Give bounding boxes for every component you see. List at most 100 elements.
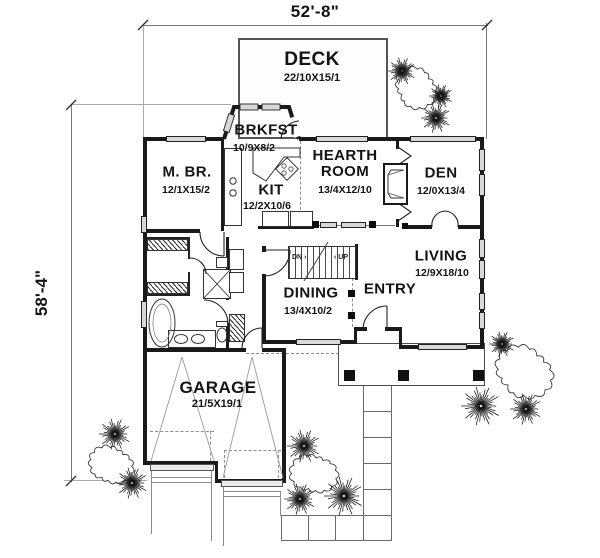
- driveway-line: [211, 468, 212, 541]
- wall-garage-top: [262, 348, 286, 352]
- toilet: [216, 327, 228, 343]
- shrub-starburst-icon: [116, 467, 147, 499]
- closet-wall: [188, 272, 190, 296]
- window-living-right: [479, 293, 485, 310]
- shrub-starburst-icon: [284, 483, 315, 515]
- window-living-right: [479, 239, 485, 258]
- shrub-starburst-icon: [421, 103, 450, 133]
- room-label-garage: GARAGE: [179, 378, 257, 397]
- driveway-line: [224, 491, 280, 492]
- shrub-starburst-icon: [99, 418, 130, 450]
- den-opening-arc: [431, 210, 446, 228]
- landscaping: [87, 57, 555, 516]
- porch-column: [473, 370, 484, 381]
- wall-living-step: [399, 327, 402, 348]
- garage-door-dash: [150, 431, 214, 433]
- wall-garage-bottom: [143, 461, 218, 465]
- dimension-height-label: 58'-4": [32, 269, 51, 317]
- walkway-paver: [363, 437, 392, 464]
- walkway-paver: [308, 515, 336, 541]
- driveway-line: [280, 491, 281, 516]
- column-post: [402, 223, 408, 229]
- dining-door-swing: [263, 249, 291, 277]
- window-den-right: [479, 149, 485, 171]
- driveway-line: [224, 496, 280, 497]
- driveway-line: [151, 468, 152, 534]
- wall-den-left: [396, 141, 399, 149]
- kitchen-sink: [229, 177, 237, 185]
- bath-door-swing: [203, 299, 229, 325]
- window-mbr-left: [141, 216, 147, 233]
- closet-wall: [145, 294, 190, 296]
- room-size-dining: 13/4X10/2: [284, 305, 332, 317]
- garage-door-dash: [224, 450, 281, 452]
- opening-bar: [341, 222, 366, 228]
- wall-garage-top: [143, 348, 246, 352]
- window-dining-front: [296, 339, 341, 345]
- window-living-right: [479, 312, 485, 329]
- wall-hall: [226, 323, 229, 348]
- wall-den-left: [396, 219, 399, 227]
- stairs-up-arrow-icon: ‹: [334, 254, 337, 261]
- room-size-deck: 22/10X15/1: [283, 72, 341, 84]
- driveway-line: [152, 477, 211, 478]
- bay-window-pane: [261, 103, 281, 111]
- closet-wall: [145, 237, 190, 239]
- utility-box: [216, 257, 228, 268]
- wall-kitchen-bottom: [258, 226, 314, 229]
- extension-line: [143, 26, 144, 138]
- window-hearth-top: [316, 136, 368, 142]
- driveway-line: [152, 482, 211, 483]
- window-living-right: [479, 260, 485, 279]
- room-size-brkfst: 10/9X8/2: [232, 142, 276, 154]
- column-post: [312, 221, 319, 228]
- window-den-top: [410, 136, 476, 142]
- closet-door-swing: [189, 257, 207, 275]
- garage-door-panel: [221, 480, 283, 487]
- opening-bar: [320, 222, 337, 228]
- walkway-paver: [363, 463, 392, 490]
- shrub-starburst-icon: [388, 57, 415, 85]
- dimension-line-left: [71, 105, 72, 482]
- closet-hatch: [147, 282, 188, 294]
- garage-door-triangles: [150, 356, 284, 479]
- window-mbr-top: [166, 136, 206, 142]
- garage-door-dash: [224, 450, 226, 478]
- room-label-entry: ENTRY: [363, 280, 417, 298]
- cooktop: [274, 156, 300, 182]
- walkway-paver: [363, 489, 392, 516]
- room-label-living: LIVING: [414, 247, 468, 265]
- room-label-master-bedroom: M. BR.: [162, 163, 212, 181]
- ceiling-dash: [300, 141, 302, 225]
- column-post: [348, 312, 355, 319]
- shrub-starburst-icon: [287, 429, 320, 463]
- stairs-up-text: UP: [338, 254, 349, 261]
- front-door-swing: [362, 305, 388, 331]
- window-den-right: [479, 174, 485, 196]
- porch-column: [344, 370, 355, 381]
- wall-dining-left: [262, 274, 266, 344]
- room-size-garage: 21/5X19/1: [191, 398, 243, 410]
- shrub-starburst-icon: [429, 84, 452, 108]
- sink: [174, 334, 188, 344]
- wall-den-bottom: [408, 225, 432, 229]
- room-label-dining: DINING: [283, 284, 339, 302]
- wall-entry-front: [385, 327, 402, 331]
- wall-den-bottom: [458, 225, 484, 229]
- wall-garage-step: [215, 461, 218, 483]
- garage-door-dash: [278, 450, 280, 478]
- room-size-den: 12/0X13/4: [417, 185, 465, 197]
- stairs-down-label: DN ›: [292, 254, 306, 261]
- den-french-door-icon: [397, 202, 412, 222]
- bay-window-pane: [239, 103, 259, 111]
- garage-door-dash: [210, 431, 212, 461]
- walkway-paver: [281, 515, 309, 541]
- wall-entry-side: [354, 327, 357, 344]
- refrigerator: [262, 211, 289, 227]
- walkway-paver: [363, 515, 392, 541]
- stairs-down-text: DN: [292, 254, 303, 261]
- door-swings: [189, 146, 459, 349]
- ceiling-dash: [352, 278, 354, 327]
